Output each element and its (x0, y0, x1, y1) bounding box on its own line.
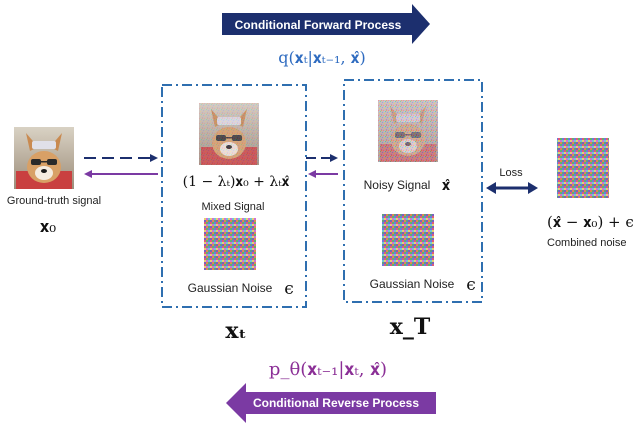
forward-process-label: Conditional Forward Process (235, 18, 402, 32)
gaussian-noise-caption-T: Gaussian Noise (370, 277, 455, 291)
gaussian-noise-patch-T (382, 214, 434, 266)
noise-symbol-T: ϵ (466, 275, 476, 295)
reverse-process-arrow (226, 383, 436, 423)
combined-caption: Combined noise (547, 237, 627, 249)
noisy-signal-caption: Noisy Signal (364, 178, 431, 192)
forward-formula: q(𝐱ₜ|𝐱ₜ₋₁, 𝐱̂) (278, 48, 365, 67)
box-xt (161, 84, 307, 308)
mixed-signal-caption: Mixed Signal (202, 201, 265, 213)
reverse-formula: p_θ(𝐱ₜ₋₁|𝐱ₜ, 𝐱̂) (269, 359, 387, 380)
noisy-signal-image (378, 100, 438, 162)
combined-noise-patch (557, 138, 609, 198)
reverse-process-label: Conditional Reverse Process (253, 396, 419, 410)
ground-truth-image (14, 127, 74, 189)
mixed-formula: (1 − λₜ)𝐱₀ + λₜ𝐱̂ (183, 174, 290, 190)
gaussian-noise-patch-t (204, 218, 256, 270)
noise-symbol-t: ϵ (284, 279, 294, 299)
ground-truth-caption: Ground-truth signal (7, 195, 101, 207)
forward-process-arrow (222, 4, 430, 44)
noisy-signal-symbol: 𝐱̂ (442, 176, 451, 194)
xt-symbol: 𝐱ₜ (225, 318, 246, 344)
xT-symbol: 𝐱_T (390, 314, 431, 340)
mixed-signal-image (199, 103, 259, 165)
ground-truth-symbol: 𝐱₀ (40, 217, 56, 237)
combined-formula: (𝐱̂ − 𝐱₀) + ϵ (547, 213, 634, 231)
gaussian-noise-caption-t: Gaussian Noise (188, 281, 273, 295)
loss-label: Loss (499, 167, 523, 179)
box-xT (343, 79, 483, 303)
